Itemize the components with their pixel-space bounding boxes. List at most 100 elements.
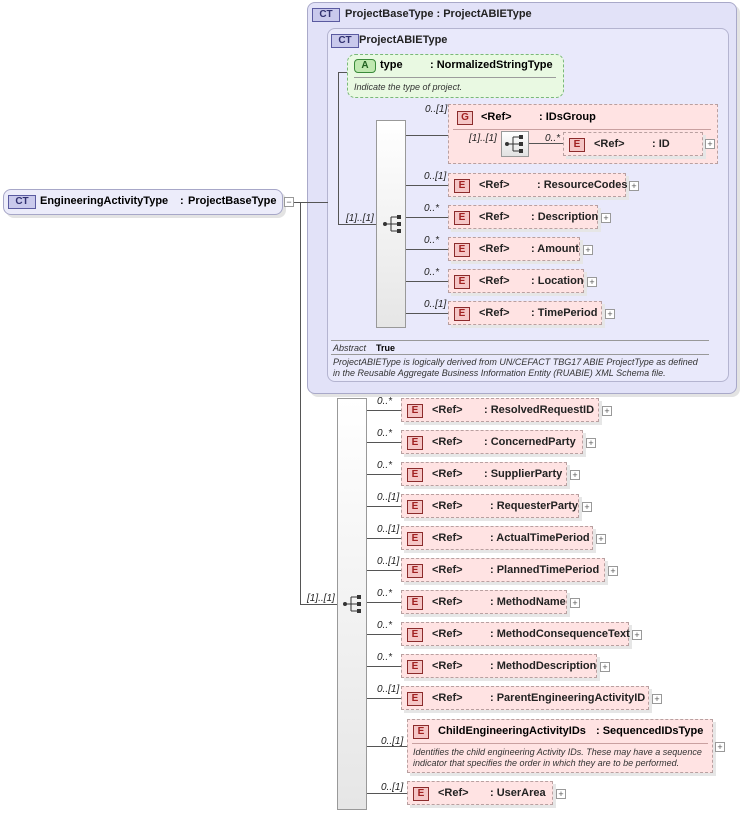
child-engineering-activity-ids[interactable]: E ChildEngineeringActivityIDs : Sequence…: [407, 719, 713, 773]
expand-toggle[interactable]: +: [596, 534, 606, 544]
expand-toggle[interactable]: +: [570, 598, 580, 608]
attribute-name: type: [380, 59, 403, 71]
element-user-area[interactable]: E <Ref> : UserArea: [407, 781, 553, 805]
element-ref: <Ref>: [432, 468, 463, 480]
cardinality: 0..[1]: [424, 171, 447, 182]
base-doc-line: ProjectABIEType is logically derived fro…: [333, 357, 698, 367]
expand-toggle[interactable]: +: [600, 662, 610, 672]
connector: [367, 506, 401, 507]
expand-toggle[interactable]: +: [605, 309, 615, 319]
ct-badge: CT: [331, 34, 359, 48]
attribute-type-name: : NormalizedStringType: [430, 59, 553, 71]
element-name: : TimePeriod: [531, 307, 598, 319]
connector: [367, 442, 401, 443]
cardinality: [1]..[1]: [469, 133, 497, 144]
element-box[interactable]: E<Ref>: ConcernedParty: [401, 430, 583, 454]
element-box[interactable]: E<Ref>: RequesterParty: [401, 494, 579, 518]
element-badge: E: [413, 787, 429, 801]
element-box[interactable]: E<Ref>: MethodDescription: [401, 654, 597, 678]
expand-toggle[interactable]: +: [705, 139, 715, 149]
element-badge: E: [407, 532, 423, 546]
element-box[interactable]: E<Ref>: TimePeriod: [448, 301, 602, 325]
abstract-label: Abstract: [333, 343, 367, 353]
base-doc-line: in the Reusable Aggregate Business Infor…: [333, 368, 666, 378]
element-ref: <Ref>: [479, 211, 510, 223]
expand-toggle[interactable]: +: [652, 694, 662, 704]
base-box-title: ProjectBaseType : ProjectABIEType: [345, 8, 532, 20]
collapse-toggle[interactable]: −: [284, 197, 294, 207]
ids-group[interactable]: G <Ref> : IDsGroup [1]..[1] 0..* E <Ref>…: [448, 104, 718, 164]
element-box[interactable]: E<Ref>: ResolvedRequestID: [401, 398, 599, 422]
element-ref: <Ref>: [432, 532, 463, 544]
element-ref: <Ref>: [432, 660, 463, 672]
expand-toggle[interactable]: +: [587, 277, 597, 287]
element-ref: <Ref>: [432, 500, 463, 512]
connector: [367, 410, 401, 411]
connector: [367, 666, 401, 667]
element-name: : Location: [531, 275, 584, 287]
connector: [367, 474, 401, 475]
expand-toggle[interactable]: +: [556, 789, 566, 799]
attribute-doc: Indicate the type of project.: [354, 82, 463, 92]
cardinality: 0..*: [424, 267, 440, 278]
cardinality: 0..*: [424, 235, 440, 246]
element-ref: <Ref>: [479, 307, 510, 319]
element-box[interactable]: E<Ref>: MethodConsequenceText: [401, 622, 630, 646]
element-box[interactable]: E<Ref>: ActualTimePeriod: [401, 526, 593, 550]
element-box[interactable]: E<Ref>: PlannedTimePeriod: [401, 558, 605, 582]
element-name: : PlannedTimePeriod: [490, 564, 600, 576]
connector: [367, 602, 401, 603]
element-badge: E: [454, 275, 470, 289]
root-sep: :: [180, 195, 184, 207]
element-box[interactable]: E<Ref>: SupplierParty: [401, 462, 567, 486]
element-name: : UserArea: [490, 787, 546, 799]
expand-toggle[interactable]: +: [715, 742, 725, 752]
element-box[interactable]: E<Ref>: Amount: [448, 237, 580, 261]
element-badge: E: [407, 468, 423, 482]
element-name: : MethodConsequenceText: [490, 628, 630, 640]
root-element[interactable]: CT EngineeringActivityType : ProjectBase…: [3, 189, 283, 215]
ct-badge: CT: [312, 8, 340, 22]
inner-box-title: ProjectABIEType: [359, 34, 448, 46]
expand-toggle[interactable]: +: [602, 406, 612, 416]
element-badge: E: [413, 725, 429, 739]
element-ref: <Ref>: [432, 692, 463, 704]
connector: [338, 72, 347, 73]
element-type: : SequencedIDsType: [596, 725, 704, 737]
connector: [300, 202, 301, 604]
expand-toggle[interactable]: +: [570, 470, 580, 480]
attribute-type[interactable]: A type : NormalizedStringType Indicate t…: [347, 54, 564, 98]
attribute-divider: [354, 77, 556, 78]
abstract-divider: [331, 340, 709, 341]
element-box[interactable]: E<Ref>: Location: [448, 269, 584, 293]
element-badge: E: [569, 138, 585, 152]
element-name: : MethodDescription: [490, 660, 597, 672]
expand-toggle[interactable]: +: [582, 502, 592, 512]
expand-toggle[interactable]: +: [608, 566, 618, 576]
doc-divider: [412, 743, 708, 744]
sequence-icon: [343, 595, 361, 613]
element-name: : RequesterParty: [490, 500, 579, 512]
sequence-icon: [505, 135, 523, 153]
expand-toggle[interactable]: +: [583, 245, 593, 255]
connector: [294, 202, 328, 203]
expand-toggle[interactable]: +: [632, 630, 642, 640]
element-name: : ID: [652, 138, 670, 150]
element-box[interactable]: E<Ref>: ParentEngineeringActivityID: [401, 686, 649, 710]
cardinality: 0..[1]: [377, 492, 400, 503]
abstract-value: True: [376, 343, 396, 353]
group-name: : IDsGroup: [539, 111, 596, 123]
element-id[interactable]: E <Ref> : ID: [563, 132, 703, 156]
expand-toggle[interactable]: +: [601, 213, 611, 223]
element-box[interactable]: E<Ref>: ResourceCodes: [448, 173, 627, 197]
element-name: : Amount: [531, 243, 579, 255]
element-box[interactable]: E<Ref>: MethodName: [401, 590, 567, 614]
expand-toggle[interactable]: +: [586, 438, 596, 448]
cardinality: 0..*: [377, 428, 393, 439]
element-ref: <Ref>: [432, 564, 463, 576]
element-box[interactable]: E<Ref>: Description: [448, 205, 598, 229]
element-badge: E: [407, 596, 423, 610]
connector: [367, 698, 401, 699]
expand-toggle[interactable]: +: [629, 181, 639, 191]
element-name: : ResolvedRequestID: [484, 404, 595, 416]
